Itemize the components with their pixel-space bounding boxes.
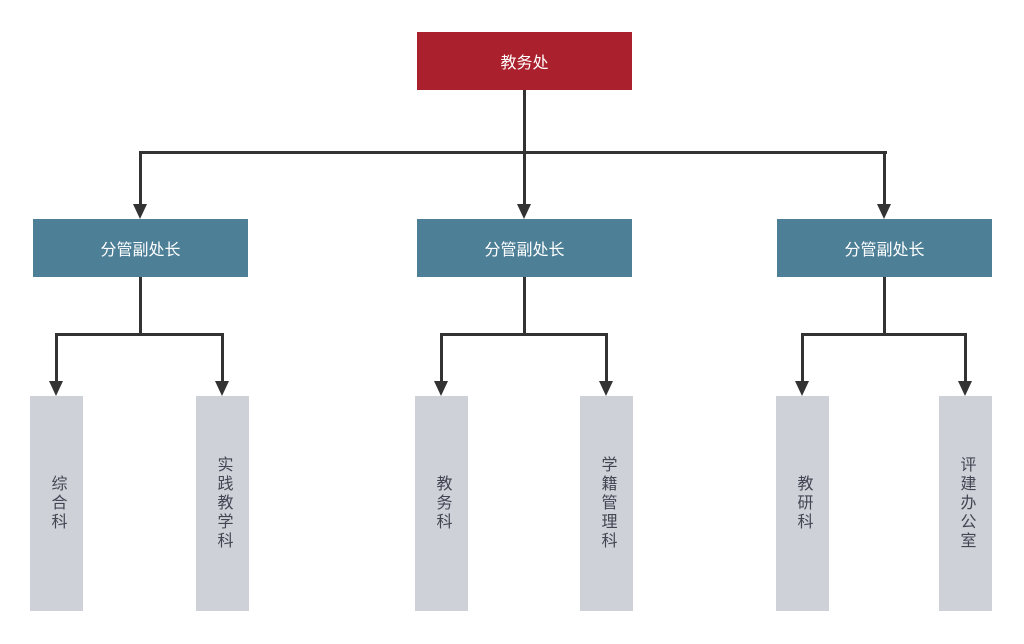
- connector-drop-deputy-3: [883, 151, 886, 206]
- section-label: 教研科: [794, 475, 812, 532]
- org-node-section-shijianjiaoxue: 实践教学科: [196, 396, 249, 611]
- arrowhead-section-2-icon: [215, 381, 229, 396]
- org-node-section-jiaoyan: 教研科: [776, 396, 829, 611]
- arrowhead-deputy-3-icon: [877, 204, 891, 219]
- org-node-deputy-3: 分管副处长: [777, 219, 992, 277]
- connector-drop-section-3: [440, 333, 443, 383]
- section-label: 教务科: [433, 475, 451, 532]
- org-node-section-jiaowu: 教务科: [415, 396, 468, 611]
- org-node-section-pingjianbangongshi: 评建办公室: [939, 396, 992, 611]
- section-label: 评建办公室: [957, 456, 975, 551]
- arrowhead-section-4-icon: [599, 381, 613, 396]
- connector-deputy-1-rail: [55, 333, 224, 336]
- arrowhead-deputy-2-icon: [517, 204, 531, 219]
- section-label: 综合科: [48, 475, 66, 532]
- org-node-section-xuejiguanli: 学籍管理科: [580, 396, 633, 611]
- section-label: 学籍管理科: [598, 456, 616, 551]
- connector-drop-section-6: [964, 333, 967, 383]
- arrowhead-deputy-1-icon: [133, 204, 147, 219]
- section-label: 实践教学科: [214, 456, 232, 551]
- org-node-deputy-1: 分管副处长: [33, 219, 248, 277]
- connector-drop-section-5: [801, 333, 804, 383]
- arrowhead-section-3-icon: [434, 381, 448, 396]
- org-node-deputy-2: 分管副处长: [417, 219, 632, 277]
- connector-drop-section-2: [221, 333, 224, 383]
- connector-root-stem: [523, 90, 526, 206]
- connector-drop-section-4: [605, 333, 608, 383]
- connector-deputy-2-rail: [440, 333, 608, 336]
- connector-deputy-2-stem: [523, 277, 526, 336]
- arrowhead-section-6-icon: [958, 381, 972, 396]
- arrowhead-section-5-icon: [795, 381, 809, 396]
- org-node-section-zonghe: 综合科: [30, 396, 83, 611]
- connector-deputy-3-stem: [883, 277, 886, 336]
- arrowhead-section-1-icon: [49, 381, 63, 396]
- org-node-root: 教务处: [417, 32, 632, 90]
- connector-drop-deputy-1: [139, 151, 142, 206]
- connector-deputy-1-stem: [139, 277, 142, 336]
- connector-deputy-3-rail: [801, 333, 967, 336]
- connector-drop-section-1: [55, 333, 58, 383]
- connector-level1-rail: [139, 151, 887, 154]
